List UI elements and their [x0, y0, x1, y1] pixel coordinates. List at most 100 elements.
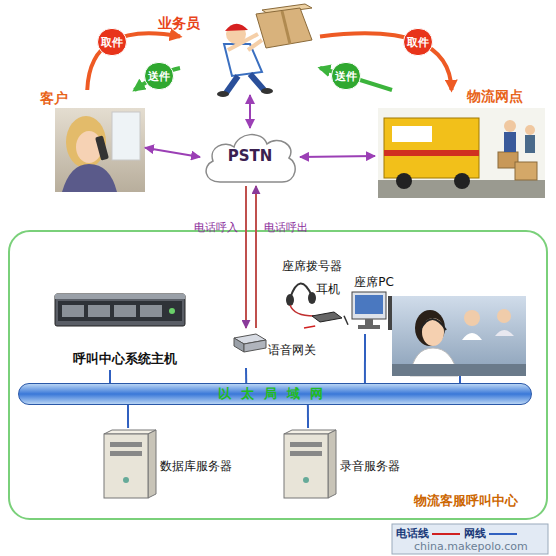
worker-body — [525, 135, 535, 153]
photo-frame — [392, 296, 526, 376]
headset-cup — [286, 294, 294, 306]
connector — [364, 334, 366, 383]
node-text: 座席拨号器 — [280, 258, 344, 275]
customer-photo — [55, 108, 145, 192]
legend-line — [489, 533, 517, 535]
agent-headset — [420, 319, 446, 330]
legend-line-sample — [489, 530, 517, 538]
drive-bay — [62, 305, 84, 317]
drive-slot — [110, 442, 142, 447]
headset-symbol — [286, 283, 316, 316]
truck-wheel — [454, 173, 470, 189]
agents-photo — [392, 296, 526, 376]
tower-side — [328, 430, 336, 498]
parcel — [515, 162, 537, 180]
db-server-node: 数据库服务器 — [100, 428, 270, 503]
dialer-device — [312, 312, 342, 322]
box-tape — [282, 11, 290, 44]
edge-label: 电话呼出 — [264, 220, 308, 235]
connector — [245, 368, 247, 383]
connector — [300, 156, 375, 157]
node-text: 数据库服务器 — [160, 458, 232, 475]
courier-cap — [225, 24, 248, 31]
truck-body — [384, 118, 479, 178]
hub-node: 物流网点 — [375, 90, 545, 200]
server-case — [55, 294, 185, 326]
customer-phone — [95, 135, 109, 160]
gateway-side — [244, 340, 266, 352]
monitor-screen — [355, 295, 383, 314]
connector — [304, 326, 315, 328]
connector — [109, 370, 111, 383]
watermark: china.makepolo.com — [414, 540, 528, 553]
courier-shoe — [217, 91, 229, 97]
truck-wheel — [396, 173, 412, 189]
agent-face — [464, 310, 480, 326]
drive-slot — [110, 451, 142, 456]
edge-label-circle: 取件 — [403, 28, 433, 56]
customer-node: 客户 — [40, 90, 145, 195]
drive-bay — [88, 305, 110, 317]
monitor-base — [358, 325, 380, 329]
connector — [344, 316, 348, 325]
callcenter-frame: 物流客服呼叫中心呼叫中心系统主机语音网关座席拨号器座席PC以太局域网数据库服务器… — [8, 230, 548, 520]
tower-front — [284, 434, 328, 498]
courier-leg — [250, 74, 264, 90]
dialer-body — [312, 312, 342, 322]
node-text: 客户 — [40, 90, 68, 108]
truck-photo — [378, 108, 545, 198]
drive-slot — [290, 442, 322, 447]
connector — [145, 148, 200, 157]
agent-body — [462, 333, 482, 340]
drive-slot — [290, 451, 322, 456]
worker-body — [504, 132, 516, 152]
gateway-device — [234, 334, 266, 352]
rec-server-tower — [284, 430, 336, 498]
edge-label-circle: 取件 — [97, 28, 127, 56]
headset-cord — [290, 305, 314, 316]
node-text: 座席PC — [348, 274, 400, 291]
legend: 电话线 网线 — [396, 526, 521, 541]
monitor-stand — [365, 319, 373, 325]
power-button — [123, 477, 129, 483]
gateway-front — [234, 338, 244, 352]
worker-head — [525, 125, 535, 135]
rec-server-node: 录音服务器 — [280, 428, 430, 503]
power-led — [169, 308, 175, 314]
connector — [249, 95, 251, 128]
host-node: 呼叫中心系统主机 — [50, 288, 200, 370]
edge-label-circle: 送件 — [144, 62, 174, 90]
courier-node: 业务员 — [180, 5, 320, 95]
courier-illustration — [217, 4, 312, 97]
truck-logo — [392, 126, 432, 142]
part-label: 耳机 — [316, 281, 340, 298]
node-text: 呼叫中心系统主机 — [50, 350, 200, 368]
server-top — [55, 294, 185, 299]
node-text: 物流网点 — [467, 88, 523, 106]
legend-text: 网线 — [464, 527, 486, 540]
desk — [392, 364, 526, 376]
connector — [255, 186, 257, 328]
tower-side — [148, 430, 156, 498]
headset-cup — [308, 292, 316, 304]
truck-stripe — [384, 150, 479, 156]
connector — [307, 405, 309, 428]
pc-node: 座席PC — [348, 272, 400, 334]
courier-shoe — [261, 88, 273, 94]
power-button — [303, 477, 309, 483]
legend-line-sample — [432, 530, 460, 538]
parcel-box — [256, 8, 312, 48]
monitor — [352, 292, 386, 319]
drive-bay — [114, 305, 136, 317]
photo-frame — [55, 108, 145, 192]
edge-label-circle: 送件 — [331, 62, 361, 90]
lan-band: 以太局域网 — [18, 383, 532, 405]
agent-body — [495, 330, 514, 336]
legend-text: 电话线 — [396, 527, 429, 540]
edge-label: 电话呼入 — [194, 220, 238, 235]
pstn-cloud: PSTN — [200, 128, 300, 186]
drive-bay — [140, 305, 162, 317]
